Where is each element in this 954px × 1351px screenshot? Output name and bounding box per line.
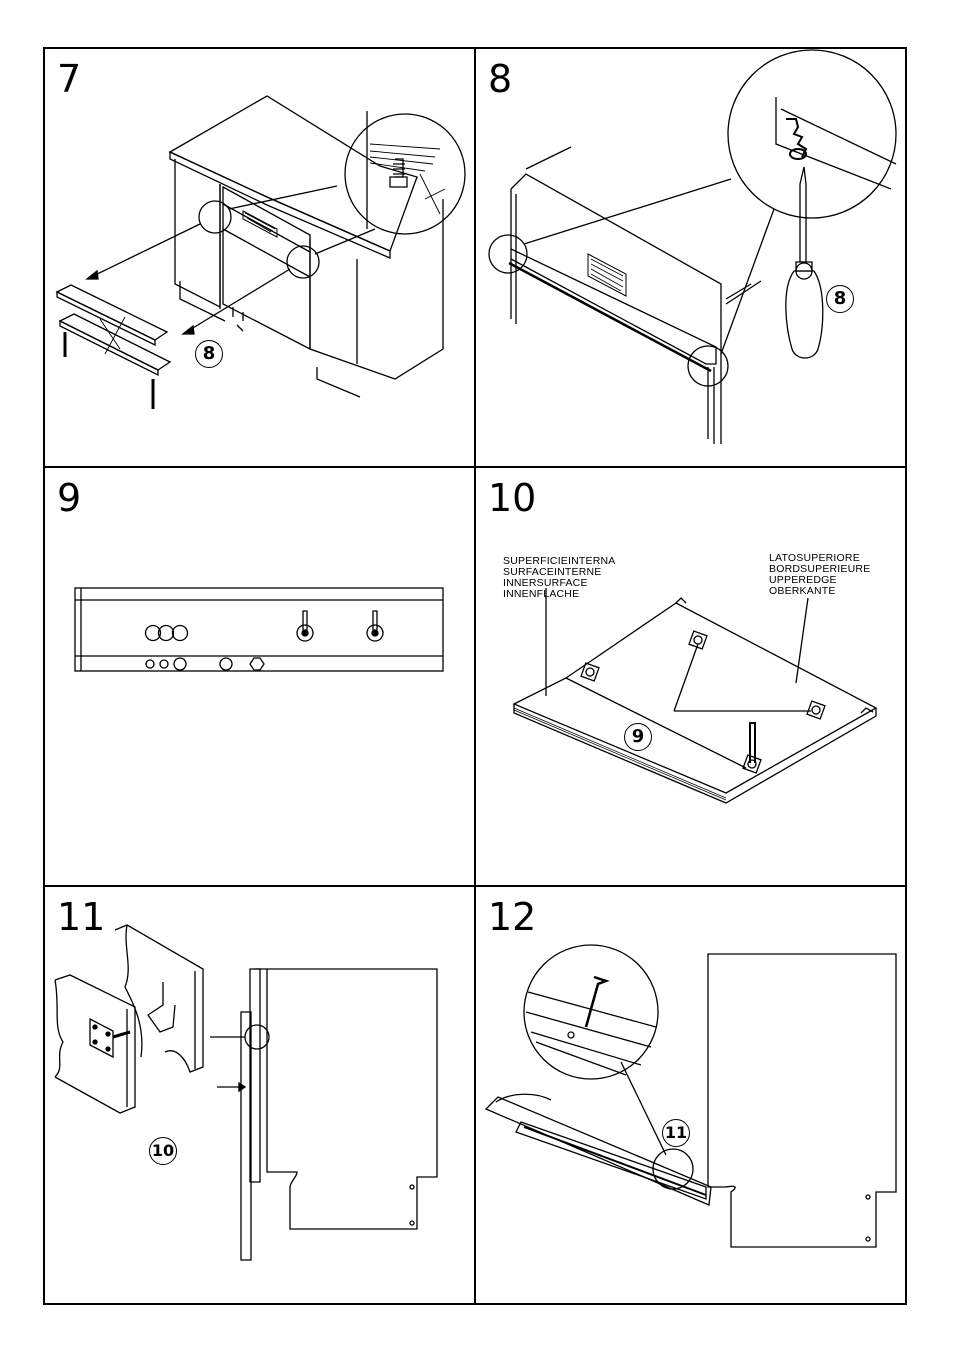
label-line: SURFACEINTERNE <box>503 566 602 578</box>
label-line: INNENFLACHE <box>503 588 580 600</box>
step-8-panel: 8 8 <box>476 49 905 468</box>
callout-circle: 11 <box>662 1119 690 1147</box>
step-8-illustration <box>488 49 897 444</box>
label-line: INNERSURFACE <box>503 577 588 589</box>
label-line: BORDSUPERIEURE <box>769 563 871 575</box>
step-12-illustration <box>484 944 897 1248</box>
step-12-panel: 12 11 <box>476 887 905 1303</box>
step-7-illustration <box>55 95 466 409</box>
step-11-panel: 11 10 <box>45 887 476 1303</box>
step-7-panel: 7 <box>45 49 476 468</box>
callout-circle: 8 <box>195 340 223 368</box>
step-11-illustration <box>54 924 438 1261</box>
step-9-illustration <box>74 587 444 672</box>
instruction-grid: 7 <box>43 47 907 1305</box>
step-9-panel: 9 <box>45 468 476 887</box>
step-number: 10 <box>488 476 537 520</box>
label-line: OBERKANTE <box>769 585 836 597</box>
inner-surface-labels: SUPERFICIEINTERNA SURFACEINTERNE INNERSU… <box>503 556 616 600</box>
label-line: LATOSUPERIORE <box>769 552 860 564</box>
step-number: 8 <box>488 57 513 101</box>
callout-circle: 9 <box>624 723 652 751</box>
upper-edge-labels: LATOSUPERIORE BORDSUPERIEURE UPPEREDGE O… <box>769 553 870 597</box>
step-number: 11 <box>57 895 106 939</box>
step-number: 12 <box>488 895 537 939</box>
step-number: 9 <box>57 476 82 520</box>
callout-circle: 8 <box>826 285 854 313</box>
label-line: SUPERFICIEINTERNA <box>503 555 616 567</box>
callout-circle: 10 <box>149 1137 177 1165</box>
step-10-illustration <box>512 588 878 804</box>
label-line: UPPEREDGE <box>769 574 837 586</box>
step-10-panel: 10 SUPERFICIEINTERNA SURFACEINTERNE INNE… <box>476 468 905 887</box>
step-number: 7 <box>57 57 82 101</box>
